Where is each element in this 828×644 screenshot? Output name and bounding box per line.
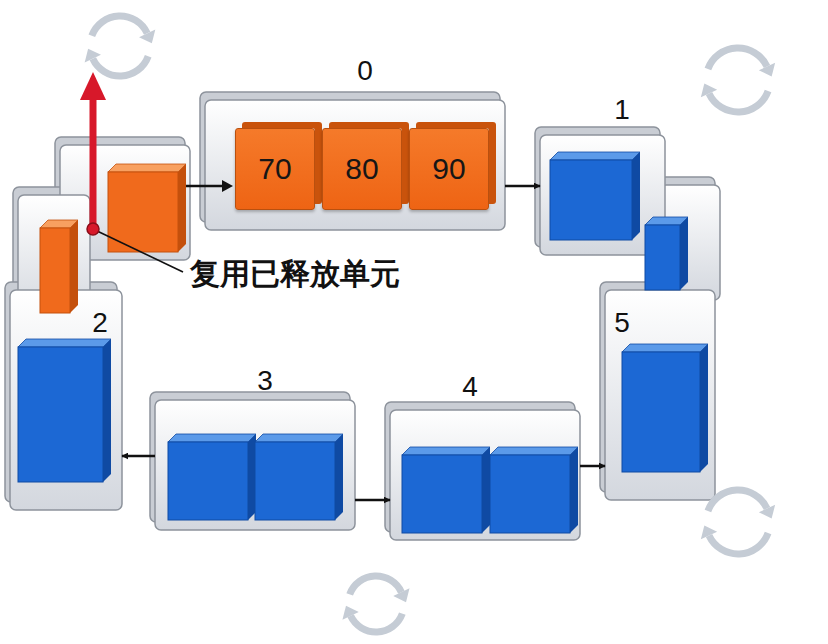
block-side [570,447,578,533]
ring-panel [155,400,355,530]
rotate-arc [709,533,768,554]
block-side [700,344,708,472]
block-top [18,339,111,347]
rotate-head [759,63,775,77]
rotate-arc [709,91,768,112]
rotate-head [342,606,358,620]
block-side [680,217,688,290]
block-top [168,434,256,442]
rotate-arc [93,56,148,76]
rotate-icon [701,48,775,112]
rotate-head [701,84,717,98]
block-top [622,344,708,352]
flow-arrow [355,499,390,502]
pointer-head [80,72,106,100]
ring-segment: 5 [605,290,715,500]
rotate-icon [342,576,409,632]
rotate-icon [701,490,775,554]
block-front [255,442,335,520]
rotate-arc [350,576,402,594]
callout-text: 复用已释放单元 [190,256,400,292]
ring-panel [10,290,122,510]
ring-segment: 4 [390,410,580,540]
flow-arrow [186,185,226,188]
blue-block [622,344,708,472]
rotate-arc [708,490,767,511]
rotate-arc [92,16,147,36]
block-side [103,339,111,482]
block-top [550,152,640,160]
value-text: 80 [345,152,378,186]
ring-panels [5,92,720,540]
rotate-head [393,588,409,602]
block-top [255,434,343,442]
blue-block [18,339,111,482]
block-side [70,220,78,313]
value-block: 80 [322,128,402,210]
segment-index: 1 [614,95,630,126]
flow-arrow [505,185,540,188]
rotate-head [701,526,717,540]
block-side [482,447,490,533]
rotate-icon [85,16,156,76]
block-front [168,442,248,520]
value-block: 90 [409,128,489,210]
pointer-dot [87,223,99,235]
block-top [402,447,490,455]
value-text: 90 [432,152,465,186]
block-side [632,152,640,240]
rotate-head [759,505,775,519]
pointer-arrow [90,96,97,228]
block-front [108,172,178,252]
rotate-head [139,30,155,44]
blue-block [645,217,688,290]
value-text: 70 [258,152,291,186]
segment-index: 4 [462,372,478,403]
block-side [178,164,186,252]
block-front [550,160,632,240]
orange-block [40,220,78,313]
rotate-head [85,49,101,63]
ring-segment: 0708090 [205,100,505,230]
ring-panel [605,290,715,500]
blue-block [402,447,490,533]
block-front [18,347,103,482]
value-block: 70 [235,128,315,210]
orange-block [108,164,186,252]
segment-index: 5 [614,308,630,339]
block-front [490,455,570,533]
ring-panel [390,410,580,540]
ring-panel [205,100,505,230]
segment-index: 2 [92,308,108,339]
rotate-arc [351,614,403,632]
block-top [108,164,186,172]
arrow-head [222,180,233,192]
rotate-arc [708,48,767,69]
block-front [40,228,70,313]
block-top [490,447,578,455]
ring-segment: 2 [10,290,122,510]
flow-arrow [122,455,155,458]
ring-segment: 1 [540,135,665,255]
blue-block [490,447,578,533]
block-front [622,352,700,472]
ring-segment: 3 [155,400,355,530]
block-side [335,434,343,520]
block-front [402,455,482,533]
blue-block [168,434,256,520]
flow-arrow [580,465,605,468]
blue-block [255,434,343,520]
block-front [645,225,680,290]
blue-block [550,152,640,240]
segment-index: 0 [357,56,373,87]
leader-line [95,230,183,272]
segment-index: 3 [257,366,273,397]
